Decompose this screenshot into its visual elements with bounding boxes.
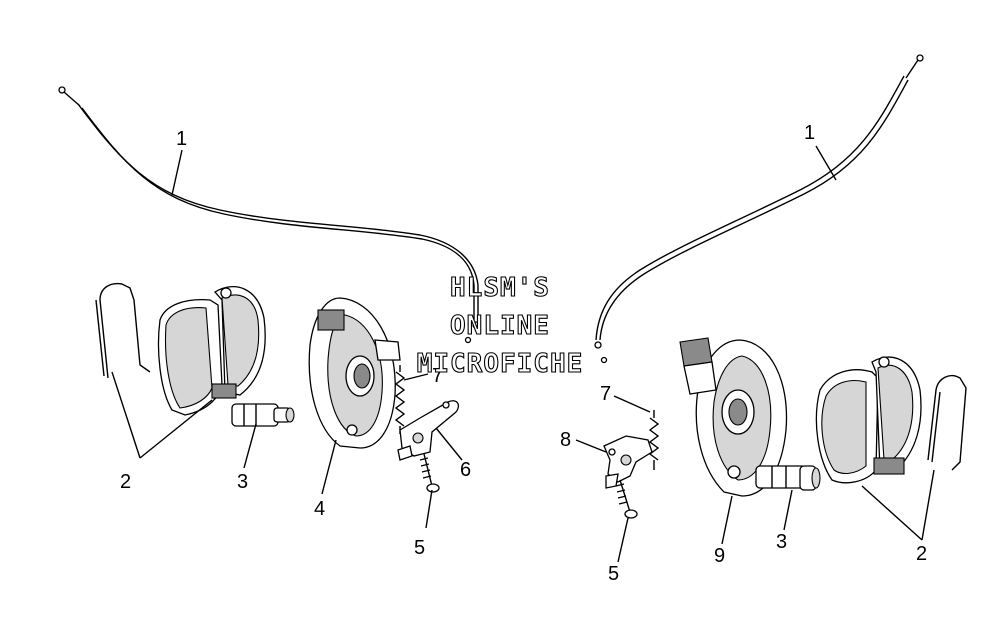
callout-left-shoes: 2 — [120, 471, 131, 493]
left-cam — [231, 403, 295, 427]
left-shoe-spring — [95, 282, 151, 379]
watermark: HLSM'S ONLINE MICROFICHE — [416, 272, 584, 379]
callout-left-spring: 7 — [432, 365, 443, 387]
left-return-spring — [394, 365, 406, 434]
left-brake-cable — [58, 86, 480, 344]
callout-right-plate: 9 — [714, 545, 725, 567]
right-return-spring — [648, 410, 660, 470]
callout-left-lever: 6 — [460, 459, 471, 481]
callout-right-bolt: 5 — [608, 563, 619, 585]
callout-labels: 1 2 3 4 5 6 7 1 7 8 5 9 3 2 — [120, 122, 927, 585]
watermark-line-3: MICROFICHE — [417, 349, 584, 379]
callout-right-cam: 3 — [776, 531, 787, 553]
callout-right-cable: 1 — [804, 122, 815, 144]
right-brake-cable — [594, 54, 924, 364]
left-bolt — [419, 453, 440, 493]
left-backing-plate — [308, 297, 401, 449]
watermark-line-1: HLSM'S — [450, 273, 550, 303]
right-shoe-spring — [927, 374, 967, 471]
right-brake-shoes — [815, 356, 922, 484]
callout-left-bolt: 5 — [414, 537, 425, 559]
right-bolt — [615, 479, 638, 519]
callout-left-plate: 4 — [314, 498, 325, 520]
callout-right-lever: 8 — [560, 429, 571, 451]
right-brake-lever — [603, 435, 653, 489]
callout-right-spring: 7 — [600, 383, 611, 405]
callout-left-cable: 1 — [176, 128, 187, 150]
watermark-line-2: ONLINE — [450, 311, 550, 341]
callout-left-cam: 3 — [237, 471, 248, 493]
leader-lines — [111, 145, 935, 563]
left-brake-lever — [397, 400, 460, 461]
callout-right-shoes: 2 — [916, 543, 927, 565]
left-brake-shoes — [157, 286, 266, 416]
right-cam — [755, 465, 821, 491]
right-backing-plate — [679, 337, 788, 497]
